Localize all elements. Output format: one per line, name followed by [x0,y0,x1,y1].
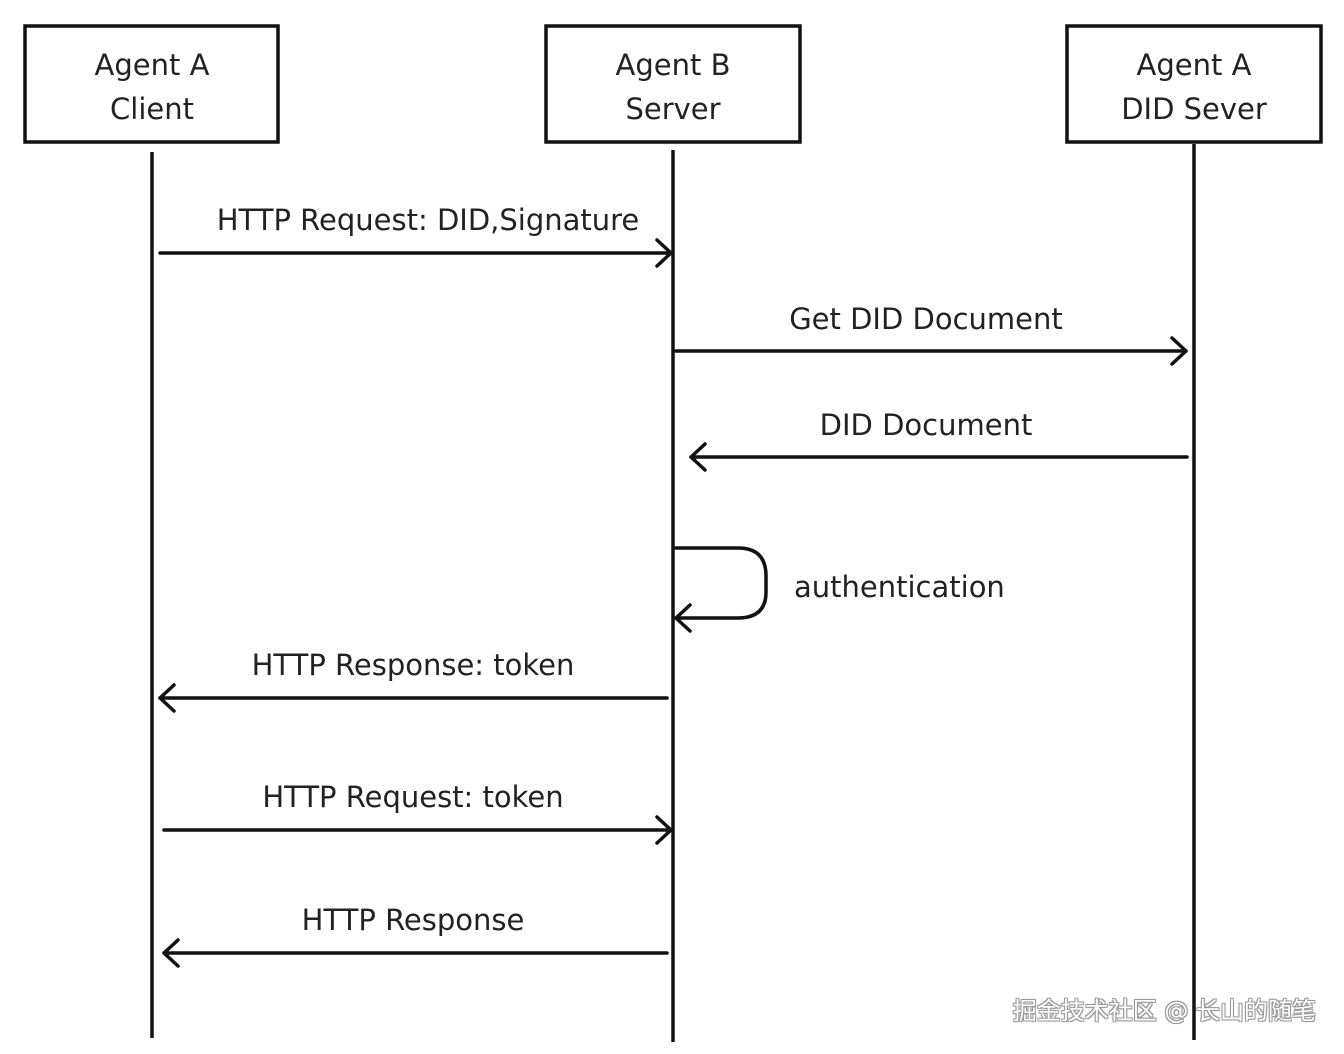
participant-client-line2: Client [110,92,194,126]
message-authentication: authentication [674,546,1005,633]
arrowhead-left-icon [674,603,692,633]
message-did-document: DID Document [689,408,1189,472]
message-http-request-did-signature: HTTP Request: DID,Signature [158,203,673,268]
message-label: HTTP Request: token [262,780,563,814]
participant-server-line1: Agent B [616,48,731,82]
participant-client-line1: Agent A [95,48,210,82]
message-label: DID Document [820,408,1033,442]
arrowhead-right-icon [655,238,673,268]
message-get-did-document: Get DID Document [674,302,1188,366]
participant-did-server-line1: Agent A [1137,48,1252,82]
message-http-response-token: HTTP Response: token [158,648,669,713]
participant-did-server-line2: DID Sever [1121,92,1267,126]
participant-server: Agent B Server [544,24,802,144]
message-http-response: HTTP Response [162,903,669,968]
participant-did-server: Agent A DID Sever [1065,24,1323,144]
arrowhead-right-icon [655,815,673,845]
arrowhead-right-icon [1170,336,1188,366]
arrowhead-left-icon [158,683,176,713]
participant-server-line2: Server [625,92,720,126]
arrowhead-left-icon [689,442,707,472]
message-label: HTTP Request: DID,Signature [217,203,640,237]
message-label: authentication [794,570,1005,604]
arrowhead-left-icon [162,938,180,968]
message-label: HTTP Response: token [252,648,575,682]
watermark: 掘金技术社区 @ 长山的随笔 [1012,997,1316,1025]
message-http-request-token: HTTP Request: token [162,780,673,845]
message-label: HTTP Response [302,903,525,937]
participant-client: Agent A Client [23,24,280,144]
message-label: Get DID Document [789,302,1063,336]
